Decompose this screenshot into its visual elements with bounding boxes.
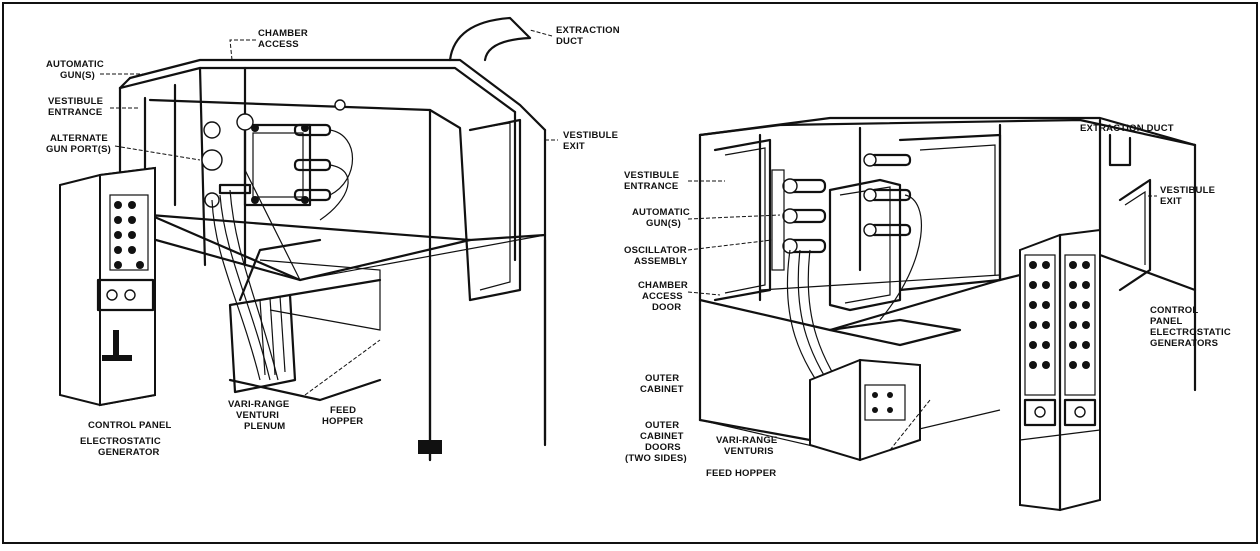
label-alternate-gun-port-1: ALTERNATE	[50, 133, 108, 144]
label-feed-hopper-1: FEED	[330, 405, 356, 416]
right-booth-drawing	[698, 116, 1197, 512]
label-r-vari-range-2: VENTURIS	[724, 446, 774, 457]
label-electrostatic-generator-1: ELECTROSTATIC	[80, 436, 161, 447]
label-r-outer-cabinet-doors-2: CABINET	[640, 431, 684, 442]
label-r-extraction-duct: EXTRACTION DUCT	[1080, 123, 1174, 134]
label-r-outer-cabinet-doors-1: OUTER	[645, 420, 679, 431]
right-labels: EXTRACTION DUCT VESTIBULE ENTRANCE AUTOM…	[624, 123, 1231, 479]
label-feed-hopper-2: HOPPER	[322, 416, 363, 427]
label-r-feed-hopper: FEED HOPPER	[706, 468, 776, 479]
left-booth-drawing	[59, 16, 547, 462]
label-r-vestibule-entrance-2: ENTRANCE	[624, 181, 678, 192]
label-r-control-panel-1: CONTROL	[1150, 305, 1198, 316]
label-r-oscillator-2: ASSEMBLY	[634, 256, 688, 267]
label-vestibule-exit-1: VESTIBULE	[563, 130, 618, 141]
label-r-chamber-access-door-1: CHAMBER	[638, 280, 688, 291]
label-automatic-guns-1: AUTOMATIC	[46, 59, 104, 70]
label-extraction-duct-2: DUCT	[556, 36, 583, 47]
left-labels: CHAMBER ACCESS EXTRACTION DUCT AUTOMATIC…	[46, 25, 620, 458]
label-r-outer-cabinet-2: CABINET	[640, 384, 684, 395]
label-vestibule-entrance-1: VESTIBULE	[48, 96, 103, 107]
label-chamber-access-1: CHAMBER	[258, 28, 308, 39]
label-plenum: PLENUM	[244, 421, 285, 432]
label-r-outer-cabinet-1: OUTER	[645, 373, 679, 384]
label-vestibule-entrance-2: ENTRANCE	[48, 107, 102, 118]
label-alternate-gun-port-2: GUN PORT(S)	[46, 144, 111, 155]
label-control-panel: CONTROL PANEL	[88, 420, 172, 431]
label-extraction-duct-1: EXTRACTION	[556, 25, 620, 36]
label-r-control-panel-4: GENERATORS	[1150, 338, 1218, 349]
label-r-oscillator-1: OSCILLATOR	[624, 245, 687, 256]
label-vari-range-venturi-2: VENTURI	[236, 410, 279, 421]
label-vestibule-exit-2: EXIT	[563, 141, 585, 152]
label-chamber-access-2: ACCESS	[258, 39, 299, 50]
label-r-automatic-guns-1: AUTOMATIC	[632, 207, 690, 218]
label-r-outer-cabinet-doors-4: (TWO SIDES)	[625, 453, 687, 464]
label-r-chamber-access-door-2: ACCESS	[642, 291, 683, 302]
label-r-outer-cabinet-doors-3: DOORS	[645, 442, 681, 453]
label-r-vari-range-1: VARI-RANGE	[716, 435, 777, 446]
label-r-control-panel-2: PANEL	[1150, 316, 1183, 327]
label-electrostatic-generator-2: GENERATOR	[98, 447, 160, 458]
label-r-automatic-guns-2: GUN(S)	[646, 218, 681, 229]
label-r-vestibule-entrance-1: VESTIBULE	[624, 170, 679, 181]
label-vari-range-venturi-1: VARI-RANGE	[228, 399, 289, 410]
label-r-chamber-access-door-3: DOOR	[652, 302, 681, 313]
label-r-vestibule-exit-2: EXIT	[1160, 196, 1182, 207]
label-r-vestibule-exit-1: VESTIBULE	[1160, 185, 1215, 196]
label-r-control-panel-3: ELECTROSTATIC	[1150, 327, 1231, 338]
label-automatic-guns-2: GUN(S)	[60, 70, 95, 81]
